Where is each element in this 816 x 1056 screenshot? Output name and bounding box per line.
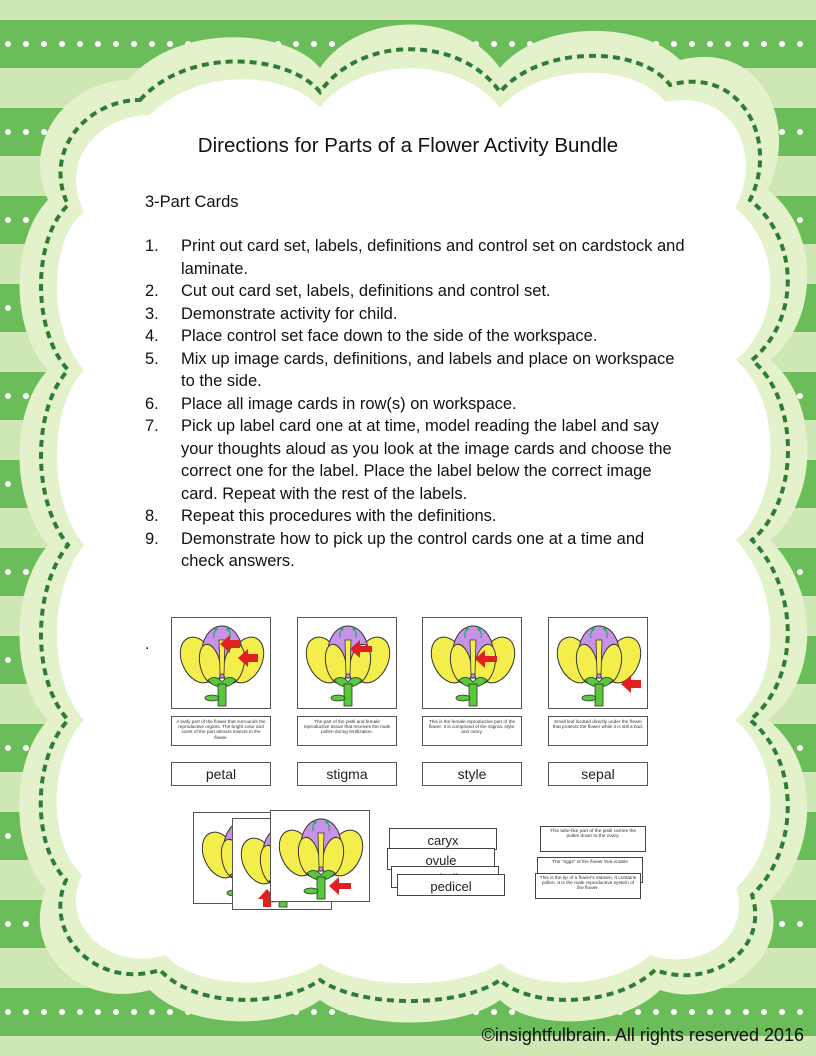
red-arrow-icon bbox=[258, 889, 276, 907]
red-arrow-icon bbox=[238, 649, 258, 667]
copyright-footer: ©insightfulbrain. All rights reserved 20… bbox=[481, 1025, 804, 1045]
flower-image-card bbox=[171, 617, 271, 709]
step-text: Demonstrate activity for child. bbox=[181, 304, 398, 323]
flower-diagram-icon bbox=[305, 625, 391, 707]
step-number: 7. bbox=[145, 417, 159, 435]
scalloped-frame-dashed-border bbox=[38, 47, 790, 1003]
list-item: 9. Demonstrate how to pick up the control… bbox=[145, 528, 685, 573]
scalloped-frame-inner bbox=[56, 68, 771, 984]
flower-diagram-icon bbox=[179, 625, 265, 707]
step-text: Repeat this procedures with the definiti… bbox=[181, 507, 497, 525]
step-text: Mix up image cards, definitions, and lab… bbox=[181, 349, 675, 391]
red-arrow-icon bbox=[220, 635, 240, 653]
step-text: Print out card set, labels, definitions … bbox=[181, 237, 685, 278]
definition-card: This is the female reproductive part of … bbox=[422, 716, 522, 746]
red-arrow-icon bbox=[621, 675, 641, 693]
step-text: Cut out card set, labels, definitions an… bbox=[181, 282, 551, 300]
stacked-label-card: caryx bbox=[389, 828, 497, 850]
list-item: 8. Repeat this procedures with the defini… bbox=[145, 505, 685, 528]
step-number: 8. bbox=[145, 507, 159, 525]
stacked-definition-card: This is the tip of a flower's stamen. It… bbox=[535, 873, 641, 899]
list-item: 5. Mix up image cards, definitions, and l… bbox=[145, 348, 685, 393]
stacked-definition-card: This tube-like part of the pistil carrie… bbox=[540, 826, 646, 852]
step-number: 1. bbox=[145, 237, 159, 255]
label-card: petal bbox=[171, 762, 271, 786]
label-card: stigma bbox=[297, 762, 397, 786]
step-text: Place all image cards in row(s) on works… bbox=[181, 394, 517, 413]
step-text: Demonstrate how to pick up the control c… bbox=[181, 529, 645, 571]
step-number: 6. bbox=[145, 394, 159, 413]
list-item: 6. Place all image cards in row(s) on wor… bbox=[145, 393, 685, 416]
red-arrow-icon bbox=[329, 877, 351, 895]
stacked-label-card: pedicel bbox=[397, 874, 505, 896]
step-number: 4. bbox=[145, 327, 159, 345]
flower-diagram-icon bbox=[430, 625, 516, 707]
list-item: 1. Print out card set, labels, definition… bbox=[145, 235, 685, 280]
flower-image-card bbox=[548, 617, 648, 709]
step-number: 5. bbox=[145, 349, 159, 368]
step-text: Pick up label card one at at time, model… bbox=[181, 417, 672, 503]
flower-diagram-icon bbox=[278, 818, 364, 900]
step-number: 3. bbox=[145, 304, 159, 323]
label-card: sepal bbox=[548, 762, 648, 786]
directions-list: 1. Print out card set, labels, definition… bbox=[145, 235, 685, 573]
stacked-image-card bbox=[270, 810, 370, 902]
red-arrow-icon bbox=[475, 650, 497, 668]
flower-image-card bbox=[297, 617, 397, 709]
flower-diagram-icon bbox=[556, 625, 642, 707]
red-arrow-icon bbox=[350, 640, 372, 658]
list-item: 2. Cut out card set, labels, definitions … bbox=[145, 280, 685, 303]
page-title: Directions for Parts of a Flower Activit… bbox=[197, 134, 619, 157]
definition-card: A leafy part of the flower that surround… bbox=[171, 716, 271, 746]
list-item: 3. Demonstrate activity for child. bbox=[145, 303, 685, 326]
section-heading: 3-Part Cards bbox=[145, 193, 239, 211]
list-item: 7. Pick up label card one at at time, mod… bbox=[145, 415, 685, 505]
label-card: style bbox=[422, 762, 522, 786]
step-text: Place control set face down to the side … bbox=[181, 327, 598, 345]
step-number: 2. bbox=[145, 282, 159, 300]
stray-dot: . bbox=[145, 636, 150, 653]
list-item: 4. Place control set face down to the sid… bbox=[145, 325, 685, 348]
step-number: 9. bbox=[145, 529, 159, 548]
flower-image-card bbox=[422, 617, 522, 709]
definition-card: Small leaf located directly under the fl… bbox=[548, 716, 648, 746]
definition-card: The part of the pistil and female reprod… bbox=[297, 716, 397, 746]
